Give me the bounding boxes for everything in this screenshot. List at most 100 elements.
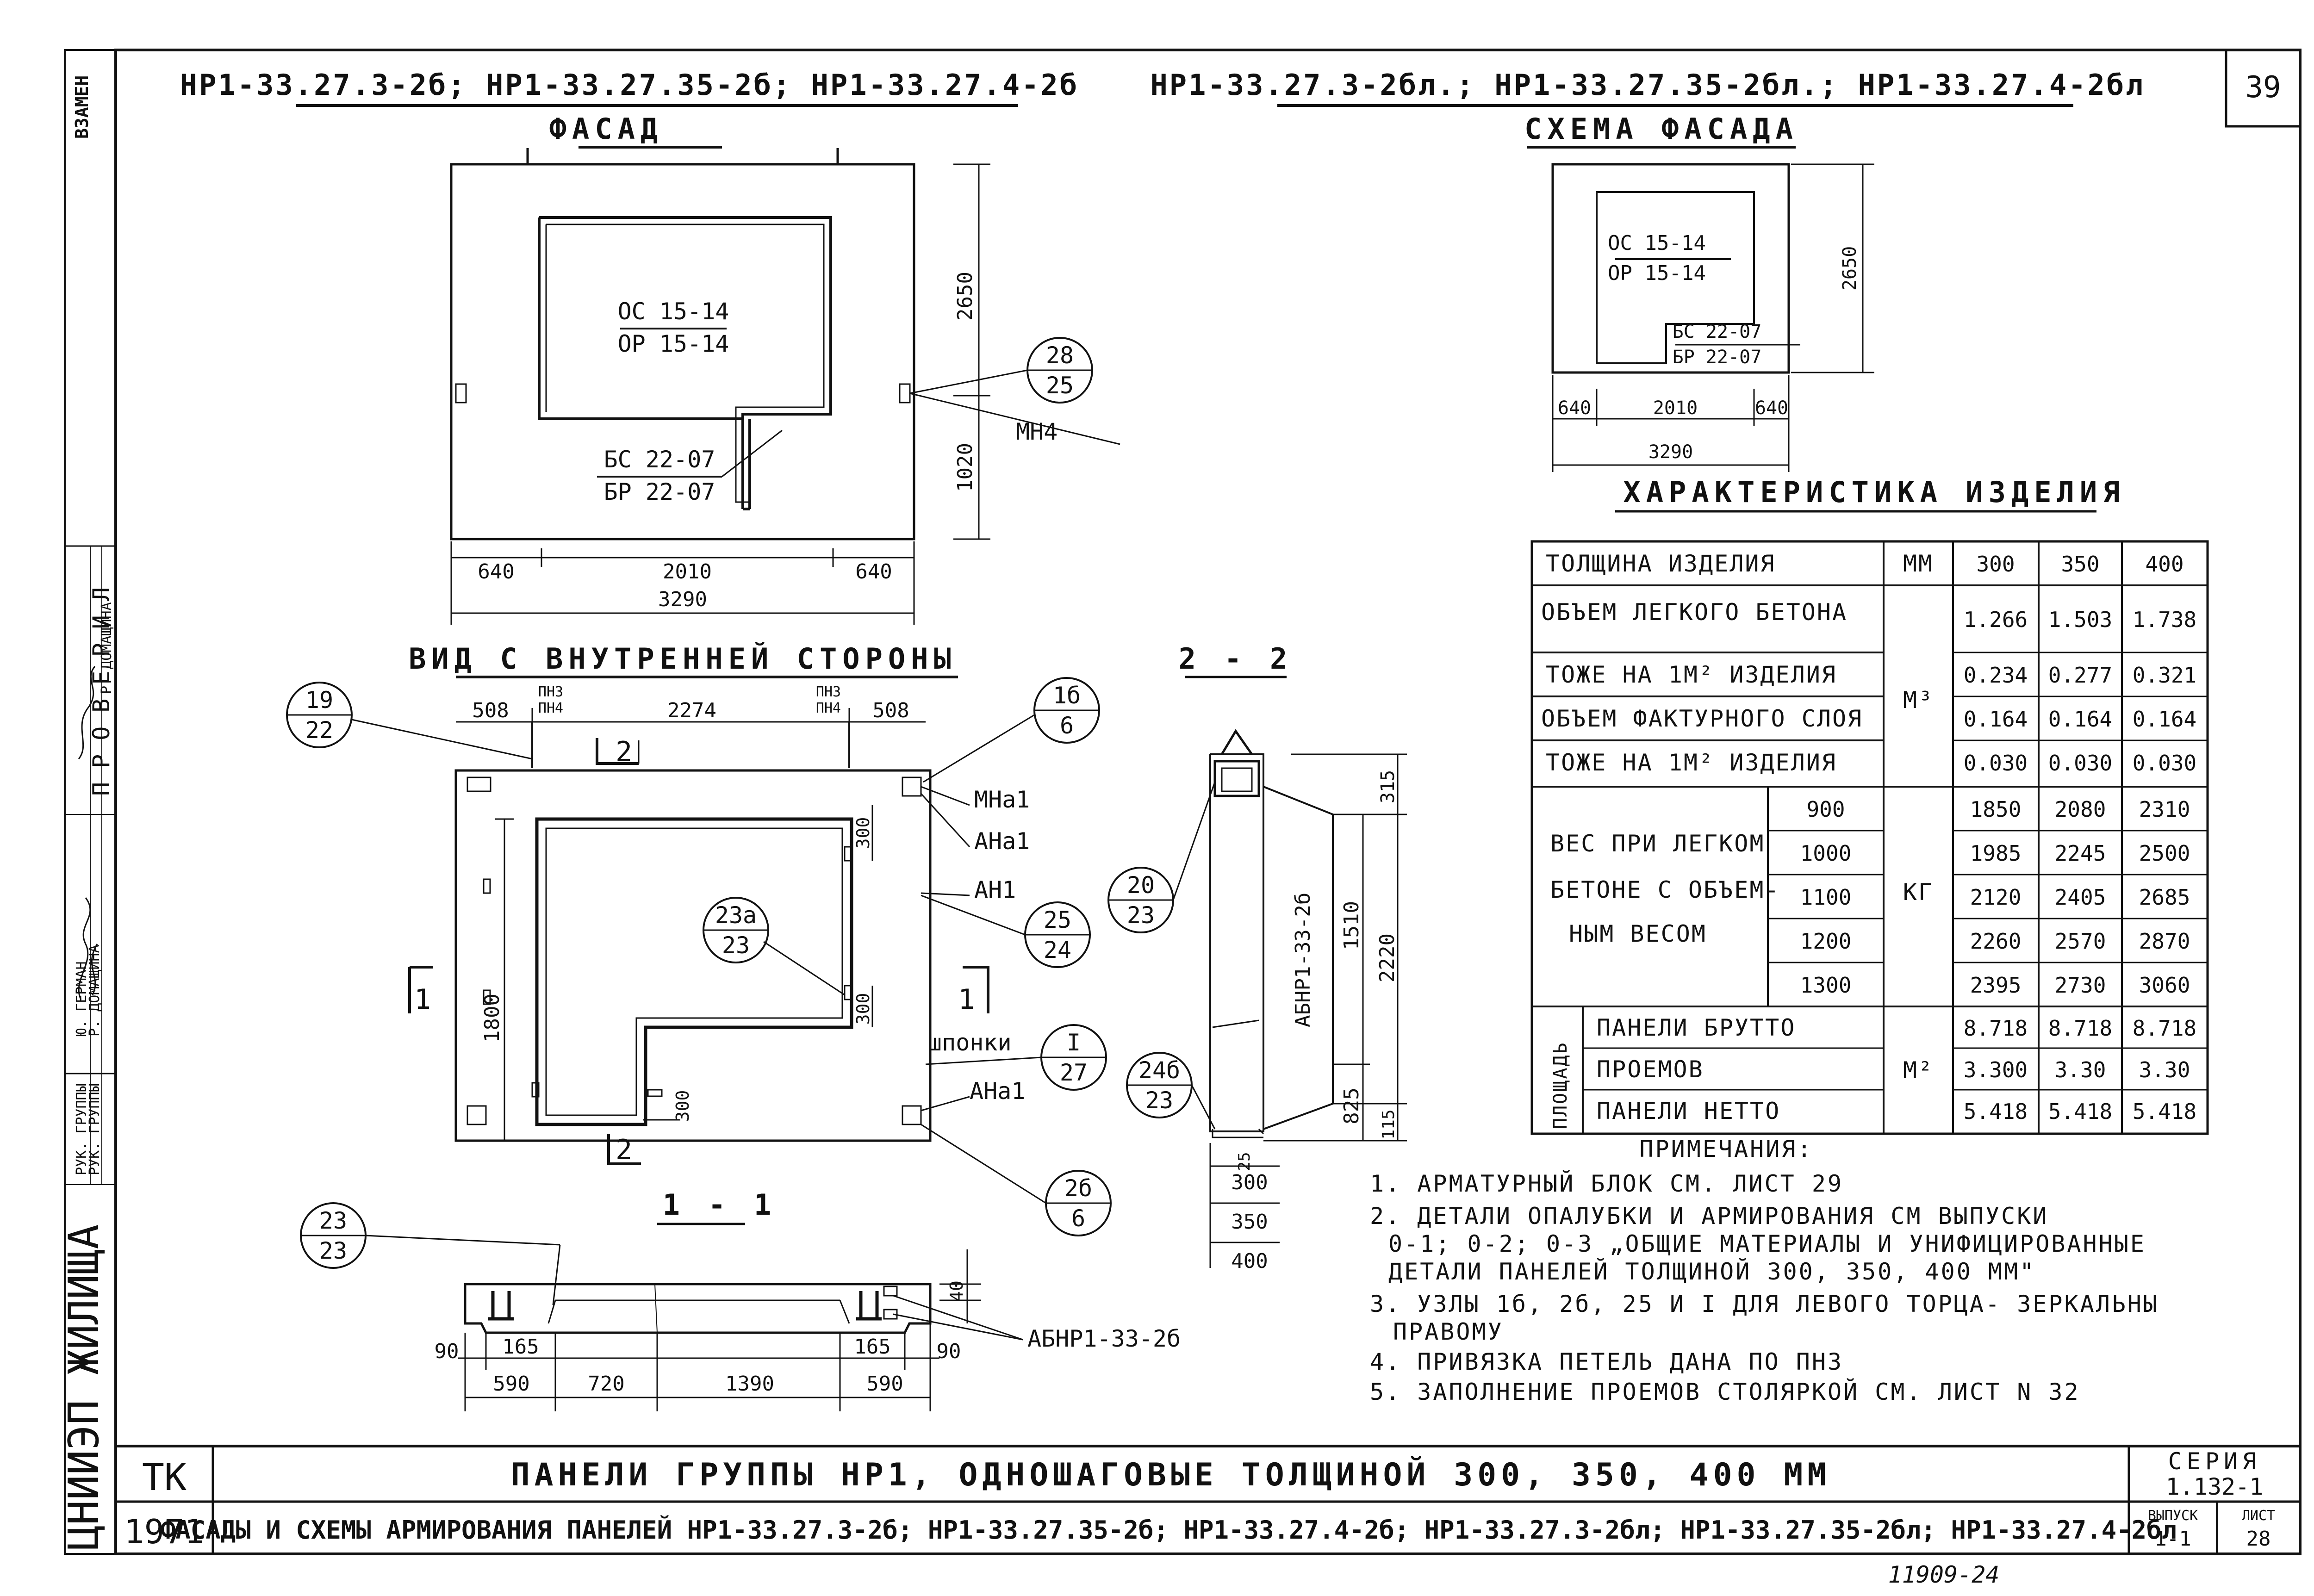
inside-panel (454, 738, 932, 1165)
sheet-label: ЛИСТ (2242, 1508, 2275, 1524)
inside-dim-508-left: 508 (472, 699, 509, 722)
scheme-window-upper: ОС 15-14 (1608, 231, 1706, 255)
s22-thickness-350: 350 (1231, 1210, 1268, 1234)
note-4: 4. ПРИВЯЗКА ПЕТЕЛЬ ДАНА ПО ПН3 (1370, 1348, 1843, 1375)
weight-900-300: 1850 (1970, 797, 2022, 822)
cut-1-right: 1 (958, 983, 975, 1016)
unit-m3: М³ (1903, 687, 1934, 714)
callout-19 (286, 682, 533, 760)
cut-2-bottom: 2 (616, 1134, 632, 1166)
unit-mm: ММ (1903, 550, 1934, 577)
loop-left-bottom: ПН4 (538, 700, 563, 716)
weight-1000-400: 2500 (2139, 841, 2190, 866)
callout-23 (300, 1202, 561, 1305)
s11-dim-165-left: 165 (502, 1335, 539, 1359)
facade-window-upper: ОС 15-14 (618, 298, 729, 325)
characteristics-table (1530, 540, 2209, 1135)
unit-m2: М² (1903, 1057, 1934, 1084)
inside-dim-300-a: 300 (853, 817, 873, 849)
callout-1b (923, 677, 1100, 783)
thickness-400: 400 (2145, 552, 2183, 577)
v-net-300: 5.418 (1964, 1099, 2028, 1124)
unit-kg: КГ (1903, 879, 1934, 906)
s11-dim-40: 40 (946, 1280, 967, 1302)
cut-2-top: 2 (616, 736, 632, 768)
facade-title: ФАСАД (549, 112, 664, 146)
callout-23a (703, 897, 845, 996)
s22-dim-825: 825 (1340, 1087, 1363, 1124)
sheet-number: 39 (2245, 70, 2281, 105)
sheet-frame (64, 49, 2302, 1555)
scheme-dim-640-right: 640 (1755, 397, 1788, 419)
weight-1200-400: 2870 (2139, 929, 2190, 954)
inside-dim-300-c: 300 (672, 1090, 693, 1122)
callout-1b-bottom: 6 (1060, 712, 1074, 739)
thickness-300: 300 (1976, 552, 2015, 577)
issue-value: 1-1 (2154, 1527, 2191, 1551)
loop-right-bottom: ПН4 (816, 700, 841, 716)
weight-1300-300: 2395 (1970, 973, 2022, 998)
s22-thickness-300: 300 (1231, 1171, 1268, 1194)
title-line-1: ПАНЕЛИ ГРУППЫ НР1, ОДНОШАГОВЫЕ ТОЛЩИНОЙ … (511, 1456, 1831, 1493)
row-thickness: ТОЛЩИНА ИЗДЕЛИЯ (1546, 550, 1776, 577)
label-ana1-top: АНа1 (974, 828, 1030, 855)
scheme-title: СХЕМА ФАСАДА (1524, 112, 1798, 146)
v-per-m2-1-300: 0.234 (1964, 663, 2028, 688)
section-11-dims (458, 1249, 1023, 1411)
title-block (116, 1445, 2300, 1554)
characteristics-title: ХАРАКТЕРИСТИКА ИЗДЕЛИЯ (1623, 475, 2125, 509)
sheet-value: 28 (2246, 1527, 2271, 1551)
area-label: ПЛОЩАДЬ (1550, 1041, 1571, 1129)
weight-1300-400: 3060 (2139, 973, 2190, 998)
note-2b: 0-1; 0-2; 0-3 „ОБЩИЕ МАТЕРИАЛЫ И УНИФИЦИ… (1388, 1230, 2146, 1257)
row-facing: ОБЪЕМ ФАКТУРНОГО СЛОЯ (1541, 705, 1863, 732)
callout-25-bottom: 24 (1044, 937, 1071, 963)
note-2c: ДЕТАЛИ ПАНЕЛЕЙ ТОЛЩИНОЙ 300, 350, 400 ММ… (1388, 1258, 2035, 1285)
callout-23-bottom: 23 (319, 1237, 347, 1264)
weight-1000-300: 1985 (1970, 841, 2022, 866)
callout-25 (921, 894, 1091, 968)
scheme-door-lower: БР 22-07 (1673, 347, 1762, 368)
row-gross: ПАНЕЛИ БРУТТО (1597, 1014, 1796, 1041)
v-per-m2-2-350: 0.030 (2048, 751, 2112, 776)
density-1100: 1100 (1800, 885, 1852, 910)
inside-dim-2274: 2274 (667, 699, 716, 722)
v-per-m2-2-400: 0.030 (2133, 751, 2196, 776)
v-light-350: 1.503 (2048, 607, 2112, 632)
inside-dims-side (495, 805, 873, 1142)
v-facing-400: 0.164 (2133, 707, 2196, 732)
row-openings: ПРОЕМОВ (1597, 1056, 1704, 1083)
s22-dim-25: 25 (1235, 1152, 1254, 1171)
s11-dim-590-left: 590 (493, 1372, 529, 1396)
label-ana1-bottom: АНа1 (970, 1078, 1025, 1105)
v-gross-300: 8.718 (1964, 1016, 2028, 1041)
v-openings-400: 3.30 (2139, 1057, 2190, 1082)
inventory-number: 11909-24 (1888, 1561, 2000, 1588)
side-stamp: ЦНИИЭП ЖИЛИЩА ПРОВЕРИЛ ВЗАМЕН РУК. ГРУПП… (60, 75, 115, 1550)
scheme-dim-2010: 2010 (1653, 397, 1698, 419)
callout-28-label: МН4 (1016, 418, 1057, 445)
facade-window-lower: ОР 15-14 (618, 330, 729, 357)
density-1000: 1000 (1800, 841, 1852, 866)
s22-thickness-400: 400 (1231, 1249, 1268, 1273)
v-light-400: 1.738 (2133, 607, 2196, 632)
callout-23a-bottom: 23 (722, 932, 750, 959)
v-gross-350: 8.718 (2048, 1016, 2112, 1041)
v-light-300: 1.266 (1964, 607, 2028, 632)
v-per-m2-1-400: 0.321 (2133, 663, 2196, 688)
callout-24b-bottom: 23 (1145, 1087, 1173, 1114)
stamp-org: ЦНИИЭП ЖИЛИЩА (60, 1224, 108, 1550)
scheme-door-upper: БС 22-07 (1673, 321, 1762, 342)
note-5: 5. ЗАПОЛНЕНИЕ ПРОЕМОВ СТОЛЯРКОЙ СМ. ЛИСТ… (1370, 1378, 2080, 1405)
note-3a: 3. УЗЛЫ 1б, 2б, 25 И I ДЛЯ ЛЕВОГО ТОРЦА-… (1370, 1291, 2159, 1317)
stamp-role-1: РУК. ГРУППЫ (74, 1083, 90, 1175)
v-openings-350: 3.30 (2055, 1057, 2106, 1082)
v-per-m2-1-350: 0.277 (2048, 663, 2112, 688)
v-facing-350: 0.164 (2048, 707, 2112, 732)
section-11-block: АБНР1-33-2б (1027, 1325, 1181, 1352)
callout-28 (909, 337, 1120, 445)
weight-label-2: БЕТОНЕ С ОБЪЕМ- (1550, 876, 1780, 903)
density-900: 900 (1806, 797, 1845, 822)
inside-title: ВИД С ВНУТРЕННЕЙ СТОРОНЫ (409, 642, 957, 676)
